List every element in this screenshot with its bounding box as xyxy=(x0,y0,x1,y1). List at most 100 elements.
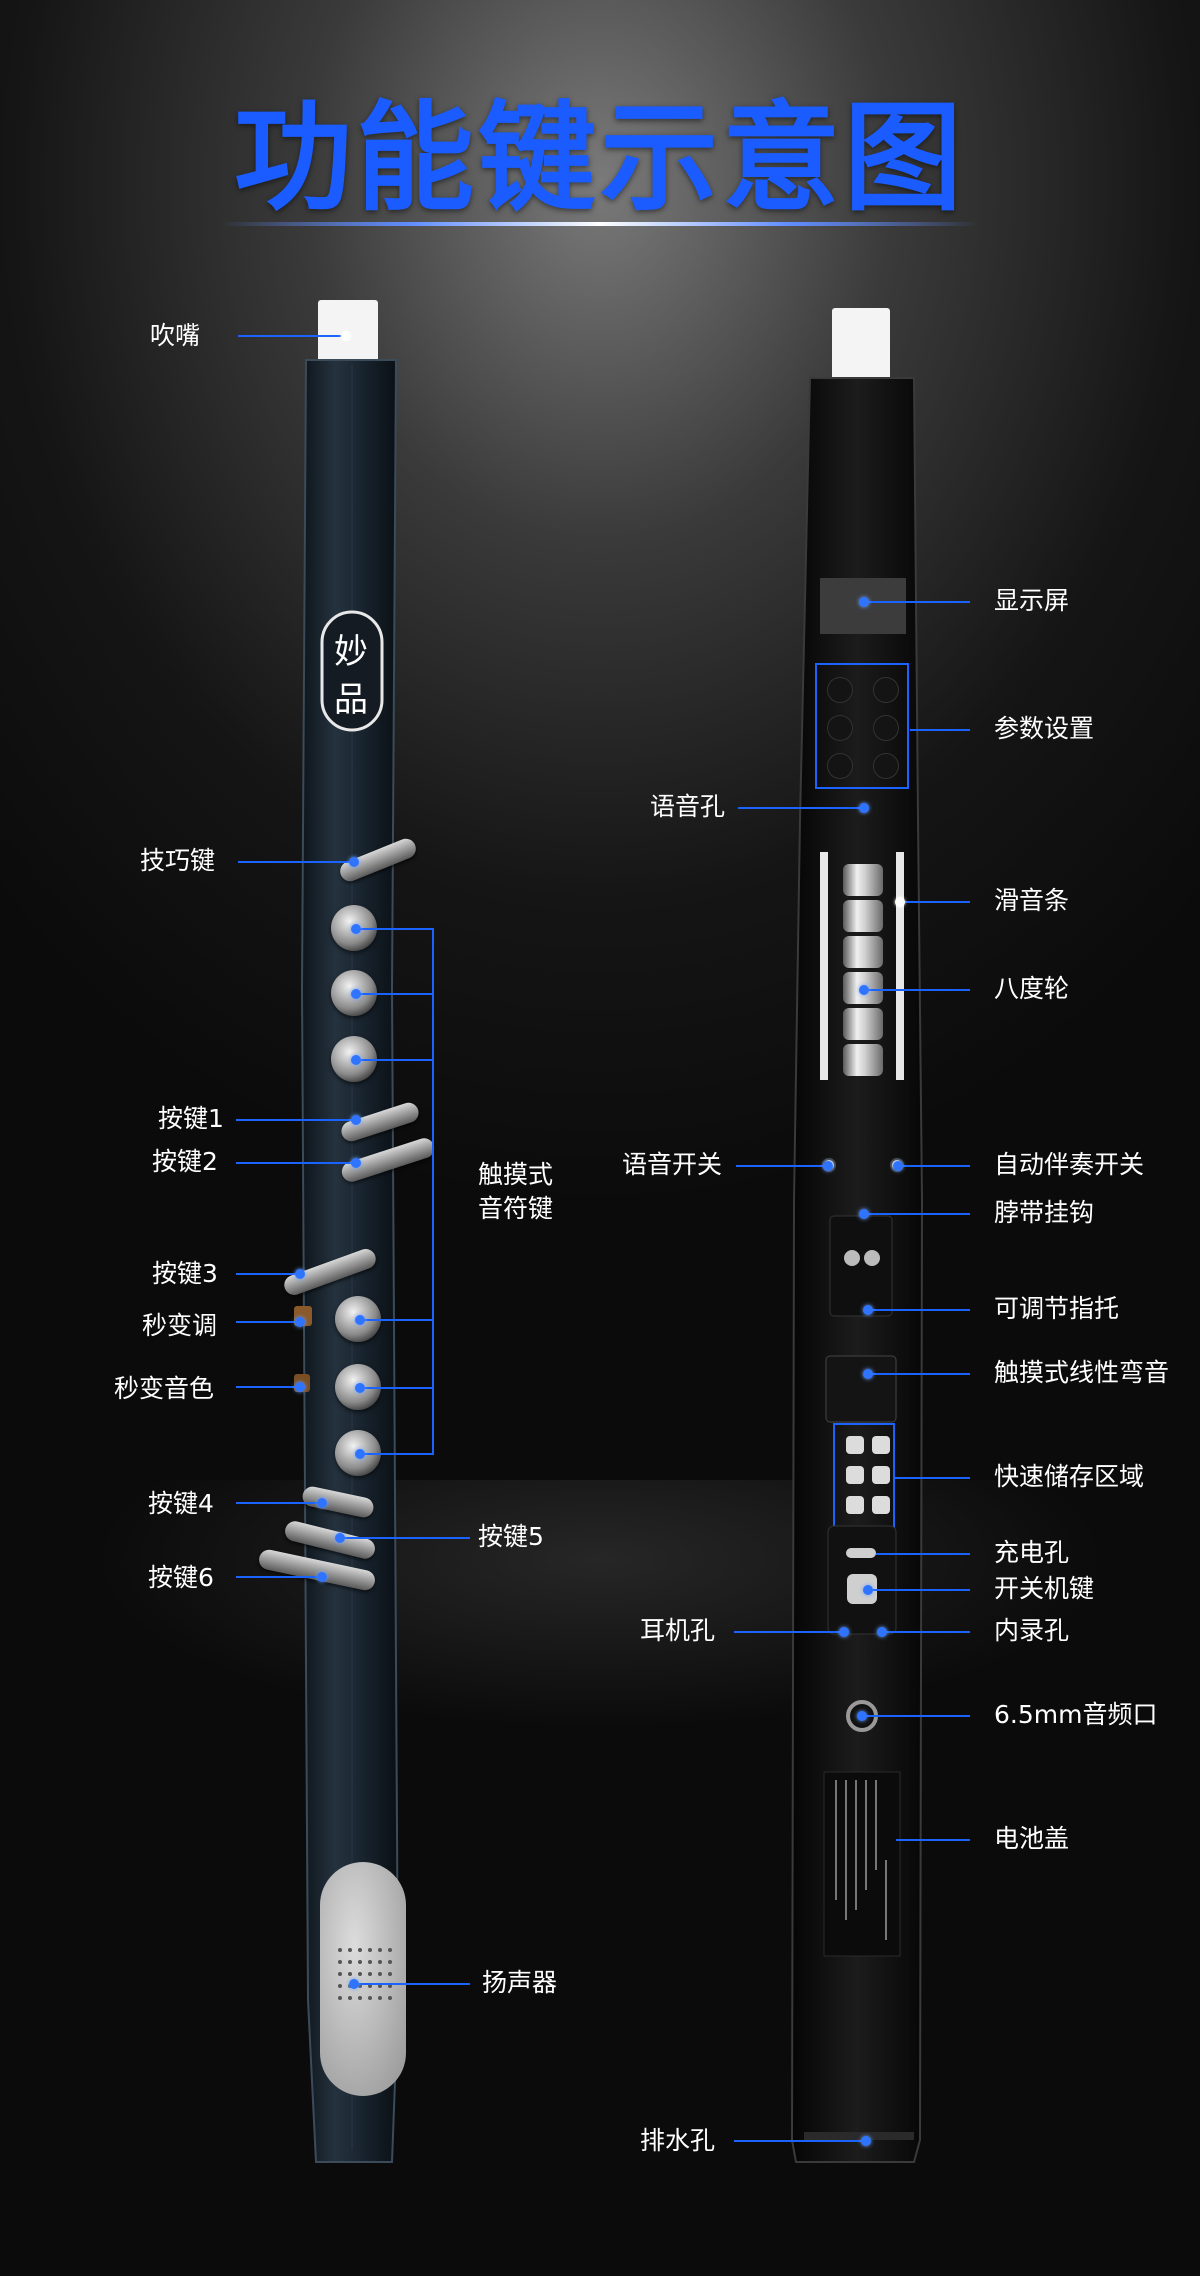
dot-note1 xyxy=(351,924,361,934)
leader-key2 xyxy=(236,1162,356,1164)
dot-key3 xyxy=(295,1269,305,1279)
leader-charge xyxy=(876,1553,970,1555)
drain-slot xyxy=(804,2132,914,2140)
param-box xyxy=(815,663,909,789)
leader-mouthpiece xyxy=(238,335,346,337)
dot-voice-hole xyxy=(859,803,869,813)
label-key1: 按键1 xyxy=(158,1104,224,1133)
leader-key1 xyxy=(236,1119,356,1121)
dot-key4 xyxy=(317,1498,327,1508)
label-display: 显示屏 xyxy=(994,586,1070,615)
bend-pad xyxy=(825,1355,897,1423)
leader-display xyxy=(864,601,970,603)
label-internal-rec: 内录孔 xyxy=(994,1616,1070,1645)
dot-audio xyxy=(857,1711,867,1721)
leader-key-change xyxy=(236,1321,300,1323)
label-auto-accomp: 自动伴奏开关 xyxy=(994,1150,1145,1179)
leader-audio xyxy=(862,1715,970,1717)
label-key6: 按键6 xyxy=(148,1563,214,1592)
label-key5: 按键5 xyxy=(478,1522,544,1551)
octave-roller-2[interactable] xyxy=(843,900,883,932)
label-mouthpiece: 吹嘴 xyxy=(150,321,201,350)
leader-voice-hole xyxy=(738,807,864,809)
speaker-grille xyxy=(320,1862,406,2096)
bracket-note2 xyxy=(356,993,434,995)
leader-key6 xyxy=(236,1576,322,1578)
leader-timbre xyxy=(236,1386,300,1388)
param-button-1[interactable] xyxy=(827,677,853,703)
back-mouthpiece xyxy=(832,308,890,380)
leader-bend xyxy=(868,1373,970,1375)
dot-key6 xyxy=(317,1572,327,1582)
quick-store-button-3[interactable] xyxy=(846,1466,864,1484)
param-button-6[interactable] xyxy=(873,753,899,779)
octave-roller-3[interactable] xyxy=(843,936,883,968)
dot-timbre xyxy=(295,1382,305,1392)
quick-store-button-4[interactable] xyxy=(872,1466,890,1484)
dot-glide xyxy=(895,897,905,907)
quick-store-button-5[interactable] xyxy=(846,1496,864,1514)
label-instant-timbre: 秒变音色 xyxy=(114,1374,215,1403)
dot-technique-key xyxy=(349,857,359,867)
label-octave-wheel: 八度轮 xyxy=(994,974,1070,1003)
bracket-note6 xyxy=(360,1453,434,1455)
param-button-4[interactable] xyxy=(873,715,899,741)
bracket-note1 xyxy=(356,928,434,930)
dot-key-change xyxy=(295,1317,305,1327)
label-param-settings: 参数设置 xyxy=(994,714,1095,743)
label-touch-bend: 触摸式线性弯音 xyxy=(994,1358,1170,1387)
floor-reflection xyxy=(0,1480,1200,2276)
label-audio-port: 6.5mm音频口 xyxy=(994,1700,1158,1729)
label-instant-key-change: 秒变调 xyxy=(142,1311,218,1340)
front-instrument xyxy=(294,300,406,2163)
leader-thumb xyxy=(868,1309,970,1311)
dot-note2 xyxy=(351,989,361,999)
dot-key2 xyxy=(351,1158,361,1168)
label-battery-cover: 电池盖 xyxy=(994,1824,1070,1853)
quick-store-button-1[interactable] xyxy=(846,1436,864,1454)
quick-store-button-2[interactable] xyxy=(872,1436,890,1454)
dot-drain xyxy=(861,2136,871,2146)
param-button-2[interactable] xyxy=(873,677,899,703)
label-strap-hook: 脖带挂钩 xyxy=(994,1198,1095,1227)
label-key3: 按键3 xyxy=(152,1259,218,1288)
label-speaker: 扬声器 xyxy=(482,1968,558,1997)
leader-octave xyxy=(864,989,970,991)
leader-power xyxy=(868,1589,970,1591)
dot-speaker xyxy=(349,1979,359,1989)
label-glide-bar: 滑音条 xyxy=(994,886,1070,915)
leader-rec xyxy=(882,1631,970,1633)
leader-key4 xyxy=(236,1502,322,1504)
octave-roller-1[interactable] xyxy=(843,864,883,896)
octave-roller-5[interactable] xyxy=(843,1008,883,1040)
logo-char-bottom: 品 xyxy=(334,680,368,720)
label-key4: 按键4 xyxy=(148,1489,214,1518)
dot-note6 xyxy=(355,1449,365,1459)
label-quick-store: 快速储存区域 xyxy=(994,1462,1145,1491)
param-button-5[interactable] xyxy=(827,753,853,779)
page-title: 功能键示意图 xyxy=(233,89,966,227)
octave-roller-6[interactable] xyxy=(843,1044,883,1076)
leader-key5 xyxy=(340,1537,470,1539)
dot-bend xyxy=(863,1369,873,1379)
quick-store-button-6[interactable] xyxy=(872,1496,890,1514)
label-voice-hole: 语音孔 xyxy=(650,792,726,821)
label-technique-key: 技巧键 xyxy=(140,846,216,875)
label-headphone: 耳机孔 xyxy=(640,1616,716,1645)
dot-headphone xyxy=(839,1627,849,1637)
leader-params xyxy=(910,729,970,731)
label-charge-port: 充电孔 xyxy=(994,1538,1070,1567)
dot-note3 xyxy=(351,1055,361,1065)
leader-quick xyxy=(894,1477,970,1479)
label-voice-switch: 语音开关 xyxy=(622,1150,723,1179)
dot-auto-accomp xyxy=(893,1161,903,1171)
leader-technique-key xyxy=(238,861,354,863)
label-key2: 按键2 xyxy=(152,1147,218,1176)
label-thumb-rest: 可调节指托 xyxy=(994,1294,1120,1323)
param-button-3[interactable] xyxy=(827,715,853,741)
leader-glide xyxy=(900,901,970,903)
bracket-note4 xyxy=(360,1319,434,1321)
logo-char-top: 妙 xyxy=(334,632,368,672)
power-key xyxy=(847,1574,877,1604)
leader-drain xyxy=(734,2140,866,2142)
